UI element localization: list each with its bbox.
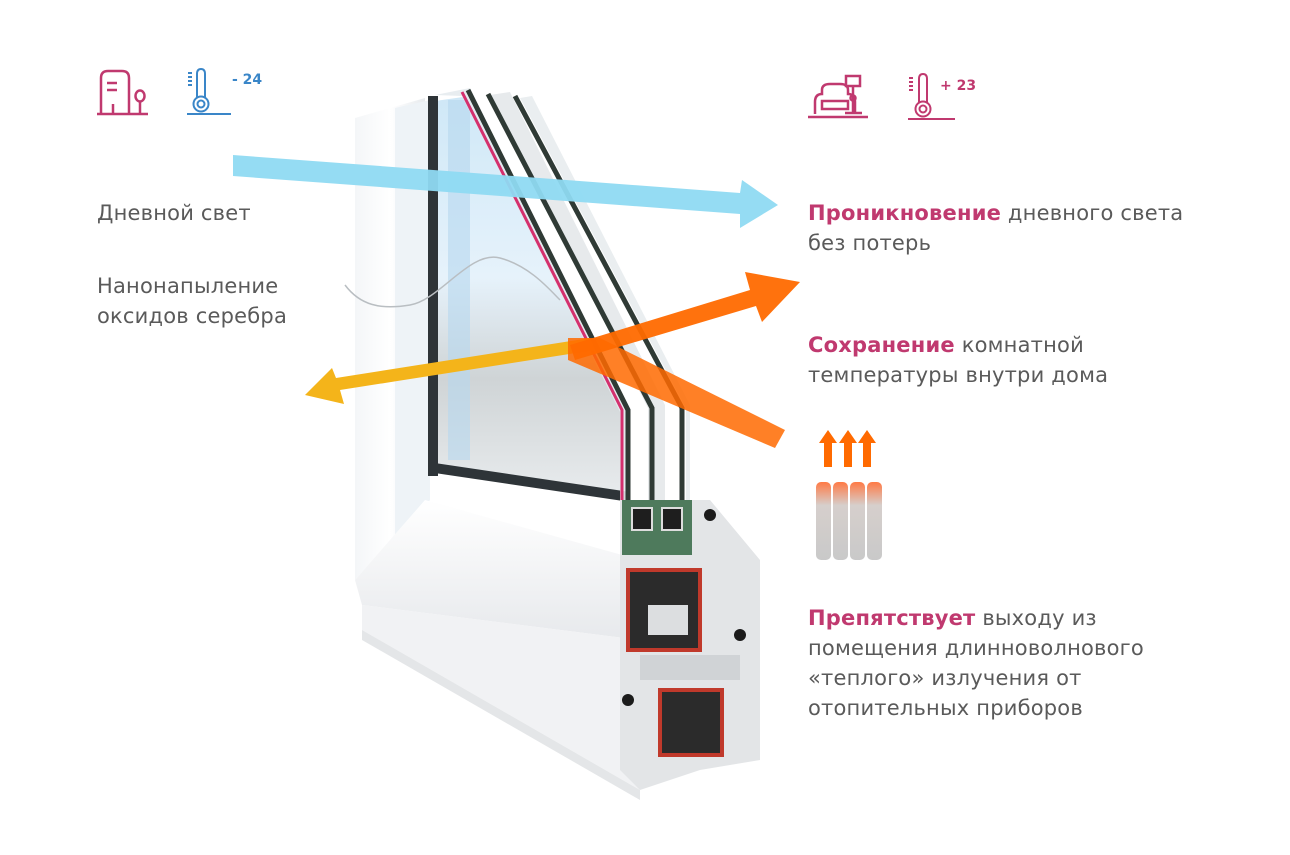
penetration-label: Проникновение дневного света без потерь: [808, 198, 1183, 258]
radiator-heat-beam: [568, 338, 785, 448]
armchair-lamp-icon: [808, 74, 868, 119]
coating-label: Нанонапыление оксидов серебра: [97, 271, 287, 331]
daylight-arrow: [233, 155, 778, 228]
prevents-highlight: Препятствует: [808, 606, 976, 630]
coating-label-line2: оксидов серебра: [97, 304, 288, 328]
heat-up-arrows-icon: [819, 430, 876, 467]
coating-label-line1: Нанонапыление: [97, 274, 279, 298]
inside-temperature: + 23: [940, 78, 977, 94]
retention-line2: температуры внутри дома: [808, 363, 1109, 387]
prevents-line4: отопительных приборов: [808, 696, 1083, 720]
penetration-highlight: Проникновение: [808, 201, 1002, 225]
prevents-line2: помещения длинноволнового: [808, 636, 1144, 660]
retention-highlight: Сохранение: [808, 333, 955, 357]
thermometer-icon-inside: [908, 72, 955, 120]
window-frame: [355, 98, 640, 800]
penetration-line2: без потерь: [808, 231, 932, 255]
prevents-label: Препятствует выходу из помещения длиннов…: [808, 603, 1144, 723]
pvc-profile-section: [620, 500, 760, 790]
daylight-label: Дневной свет: [97, 201, 251, 225]
radiator-icon: [816, 482, 882, 560]
prevents-line3: «теплого» излучения от: [808, 666, 1082, 690]
thermometer-icon-outside: [187, 67, 231, 115]
retention-rest: комнатной: [954, 333, 1084, 357]
outside-temperature: - 24: [232, 72, 263, 88]
retained-heat-arrow: [570, 272, 800, 360]
coating-pointer-line: [344, 256, 561, 308]
penetration-rest: дневного света: [1001, 201, 1184, 225]
retention-label: Сохранение комнатной температуры внутри …: [808, 330, 1108, 390]
house-tree-icon: [97, 69, 148, 116]
reflected-heat-arrow: [305, 338, 595, 404]
prevents-rest: выходу из: [975, 606, 1097, 630]
